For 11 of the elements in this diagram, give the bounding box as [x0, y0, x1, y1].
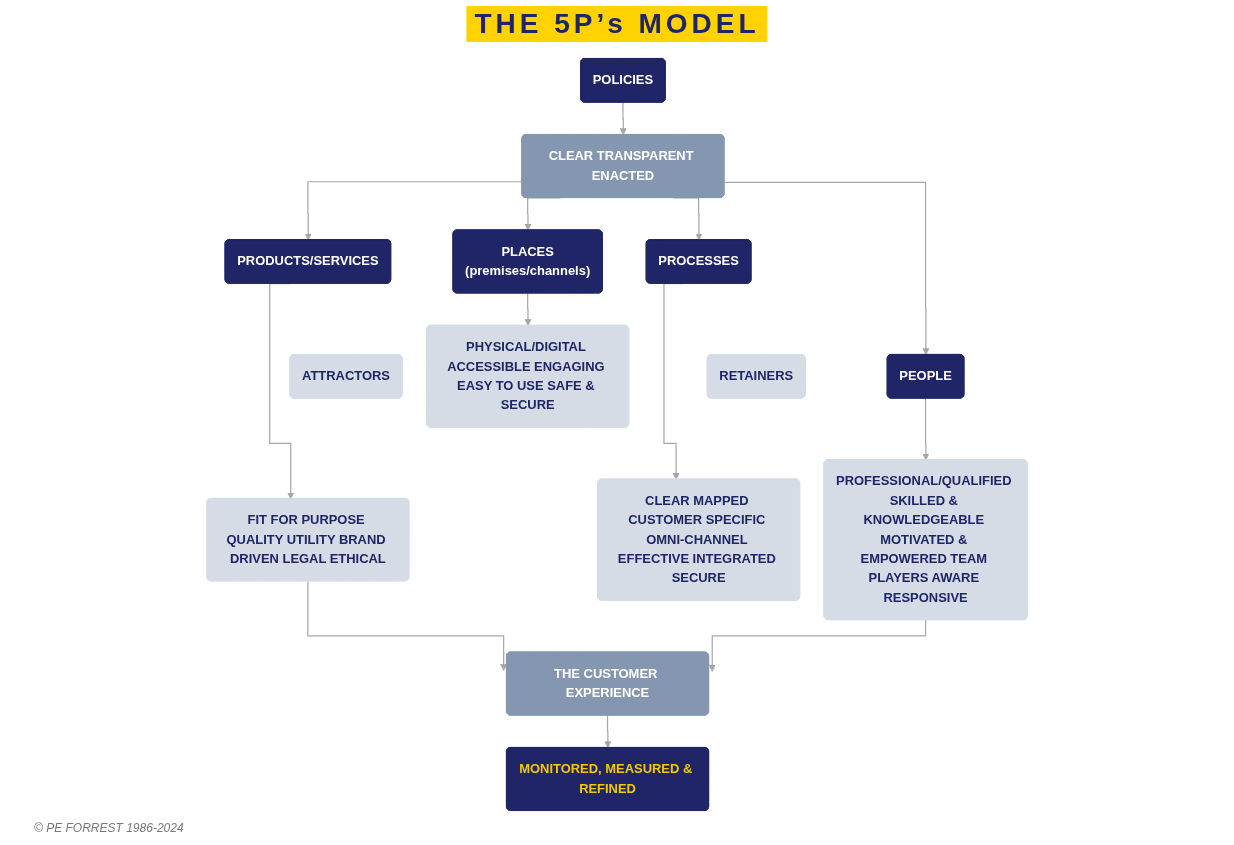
copyright-note: © PE FORREST 1986-2024	[34, 821, 184, 835]
arrow	[269, 283, 295, 500]
arrow	[723, 181, 930, 356]
arrow	[604, 714, 612, 749]
arrow	[922, 397, 930, 461]
title: THE 5P’s MODEL	[466, 6, 768, 42]
arrow	[524, 292, 532, 327]
arrow	[304, 181, 523, 241]
arrow	[307, 580, 508, 671]
arrow	[708, 619, 927, 672]
arrow	[619, 101, 627, 136]
